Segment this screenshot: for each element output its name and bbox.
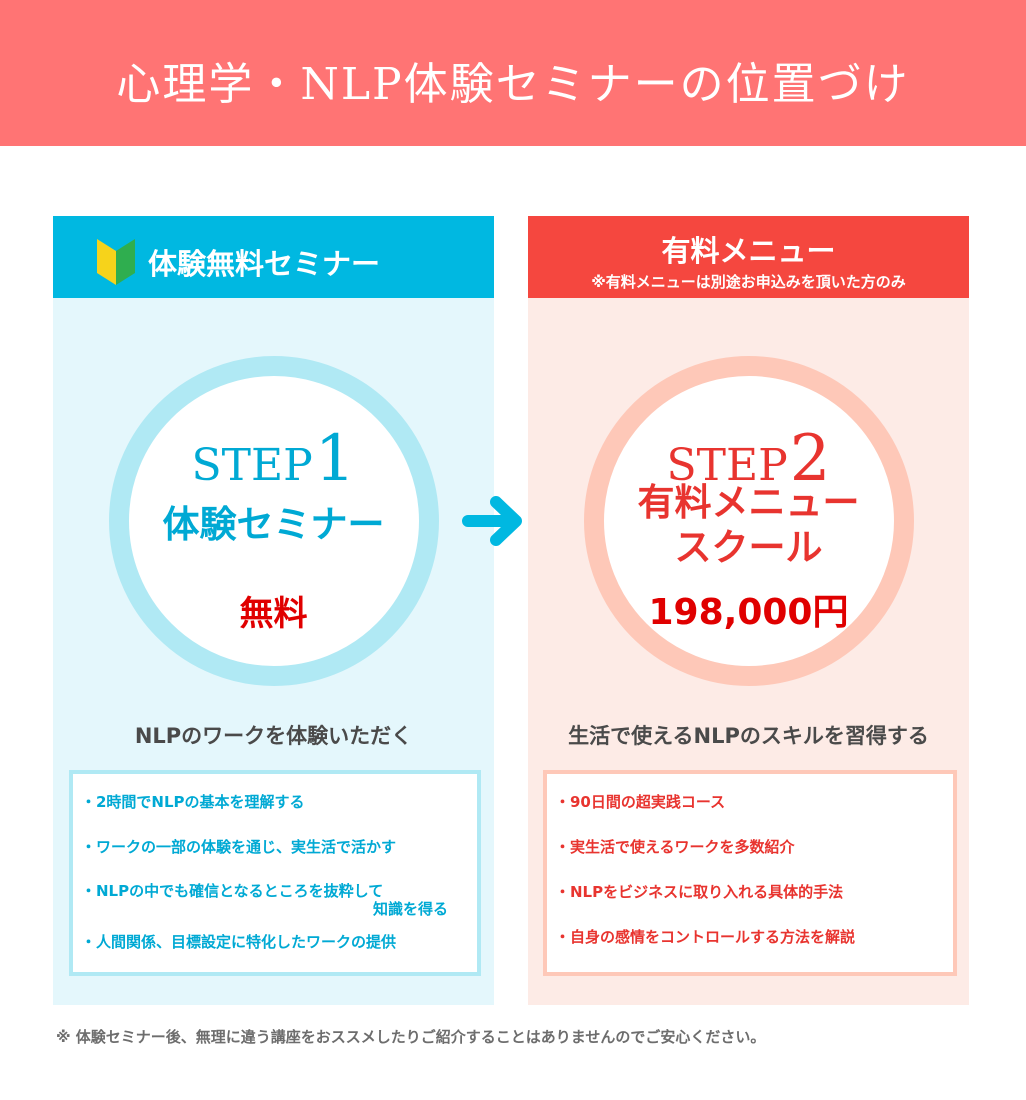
page-title: 心理学・NLP体験セミナーの位置づけ xyxy=(116,59,910,110)
paid-feature-list: ・90日間の超実践コース ・実生活で使えるワークを多数紹介 ・NLPをビジネスに… xyxy=(543,770,957,976)
step2-name-line: スクール xyxy=(674,526,823,569)
arrow-right-icon xyxy=(462,496,522,546)
step2-label: STEP2 xyxy=(528,422,969,496)
list-item-line: ・NLPの中でも確信となるところを抜粋して xyxy=(81,882,384,900)
paid-menu-panel: 有料メニュー ※有料メニューは別途お申込みを頂いた方のみ STEP2 有料メニュ… xyxy=(528,216,969,1005)
step1-price: 無料 xyxy=(239,594,308,634)
free-panel-header: 体験無料セミナー xyxy=(53,216,494,298)
beginner-leaf-icon xyxy=(97,239,135,285)
list-item: ・NLPの中でも確信となるところを抜粋して 知識を得る xyxy=(81,882,477,918)
free-panel-title: 体験無料セミナー xyxy=(148,247,381,281)
step-number: 1 xyxy=(314,422,356,496)
list-item: ・人間関係、目標設定に特化したワークの提供 xyxy=(81,933,397,951)
list-item: ・ワークの一部の体験を通じ、実生活で活かす xyxy=(81,838,397,856)
free-seminar-panel: 体験無料セミナー STEP1 体験セミナー 無料 NLPのワークを体験いただく … xyxy=(53,216,494,1005)
step2-price: 198,000円 xyxy=(648,592,849,633)
paid-panel-header: 有料メニュー ※有料メニューは別途お申込みを頂いた方のみ xyxy=(528,216,969,298)
footnote: ※ 体験セミナー後、無理に違う講座をおススメしたりご紹介することはありませんので… xyxy=(56,1028,766,1046)
paid-subtitle: 生活で使えるNLPのスキルを習得する xyxy=(568,724,929,748)
title-banner: 心理学・NLP体験セミナーの位置づけ xyxy=(0,0,1026,146)
step-word: STEP xyxy=(666,440,788,491)
list-item-line: 知識を得る xyxy=(373,900,449,918)
list-item: ・自身の感情をコントロールする方法を解説 xyxy=(555,928,856,946)
step1-label: STEP1 xyxy=(53,422,494,496)
list-item: ・NLPをビジネスに取り入れる具体的手法 xyxy=(555,883,844,901)
step2-name-line: 有料メニュー xyxy=(637,481,860,524)
paid-panel-note: ※有料メニューは別途お申込みを頂いた方のみ xyxy=(591,273,906,291)
step-word: STEP xyxy=(191,440,313,491)
free-subtitle: NLPのワークを体験いただく xyxy=(134,724,413,748)
list-item: ・2時間でNLPの基本を理解する xyxy=(81,793,305,811)
step2-name: 有料メニュー スクール xyxy=(528,480,969,570)
paid-panel-title: 有料メニュー xyxy=(661,234,836,268)
list-item: ・実生活で使えるワークを多数紹介 xyxy=(555,838,795,856)
step-number: 2 xyxy=(789,422,831,496)
free-feature-list: ・2時間でNLPの基本を理解する ・ワークの一部の体験を通じ、実生活で活かす ・… xyxy=(69,770,481,976)
list-item: ・90日間の超実践コース xyxy=(555,793,726,811)
step1-name: 体験セミナー xyxy=(162,503,385,546)
